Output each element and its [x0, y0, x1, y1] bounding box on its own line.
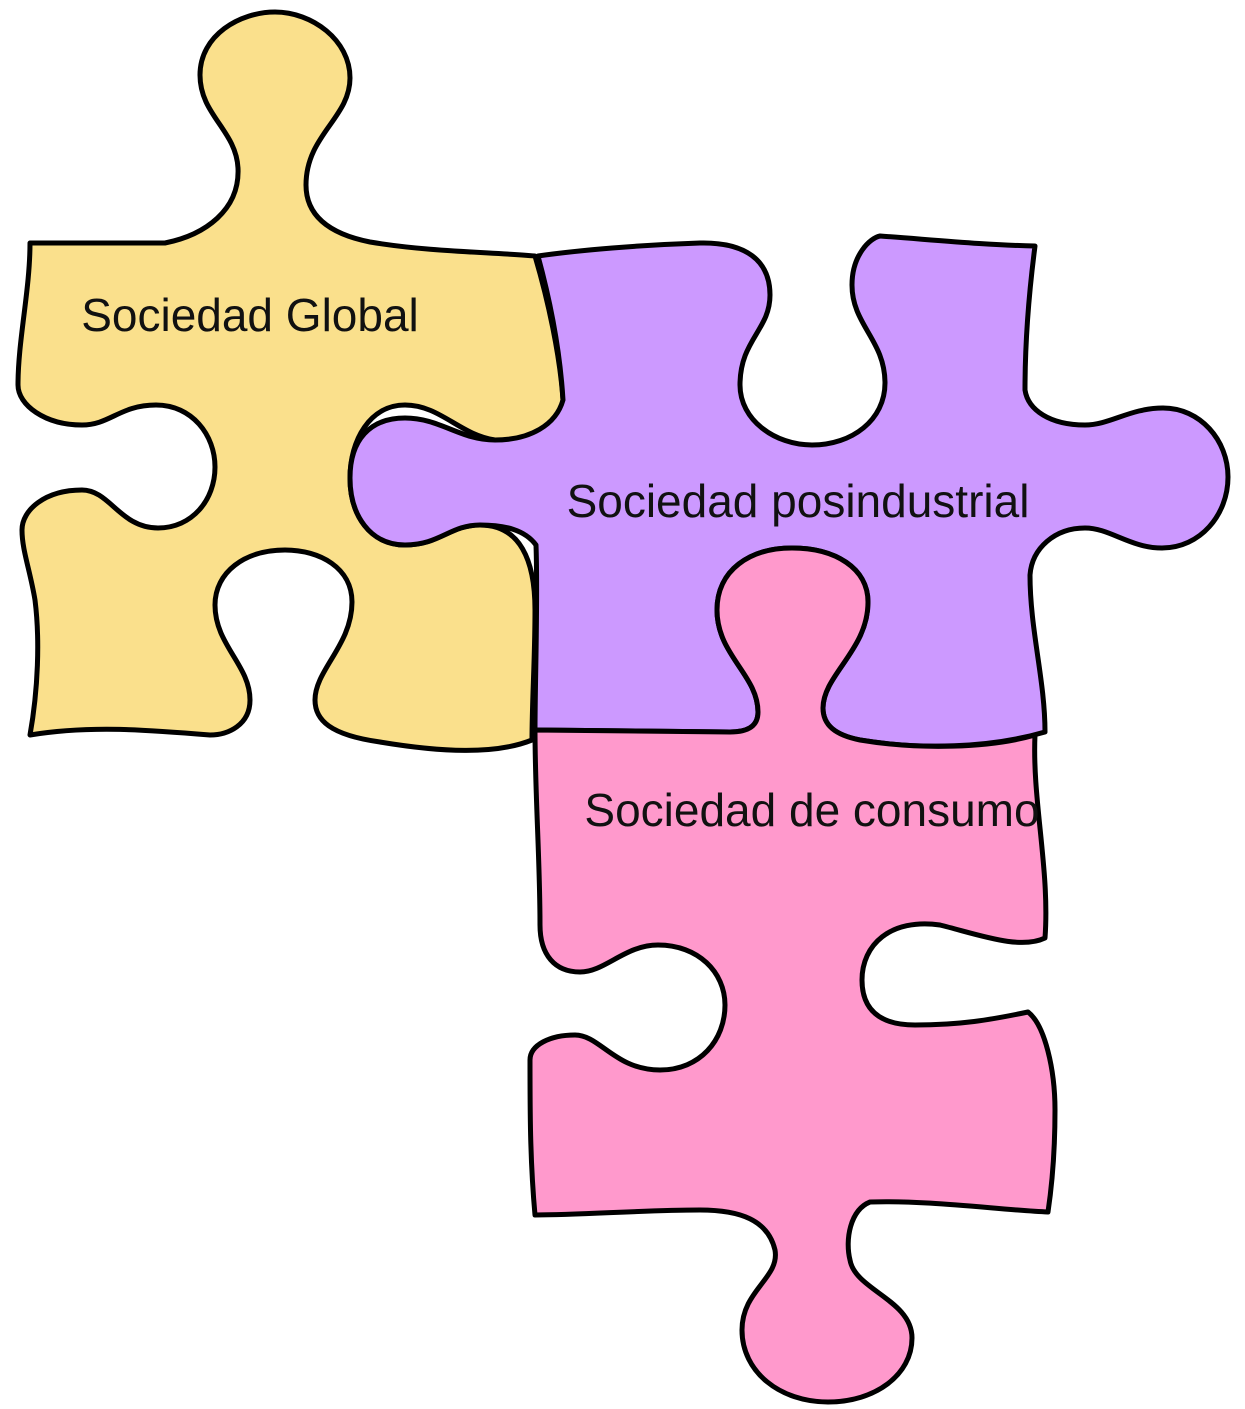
- piece-label-sociedad-global: Sociedad Global: [81, 289, 419, 341]
- puzzle-piece-global-shape: [15, 9, 566, 753]
- puzzle-piece-consumo-shape: [527, 545, 1058, 1405]
- puzzle-piece-posindustrial-shape: [347, 233, 1231, 749]
- puzzle-piece-sociedad-posindustrial: Sociedad posindustrial: [347, 233, 1231, 749]
- puzzle-piece-sociedad-global: Sociedad Global: [15, 9, 566, 753]
- piece-label-sociedad-posindustrial: Sociedad posindustrial: [567, 475, 1030, 527]
- piece-label-sociedad-de-consumo: Sociedad de consumo: [584, 784, 1039, 836]
- puzzle-piece-sociedad-de-consumo: Sociedad de consumo: [527, 545, 1058, 1405]
